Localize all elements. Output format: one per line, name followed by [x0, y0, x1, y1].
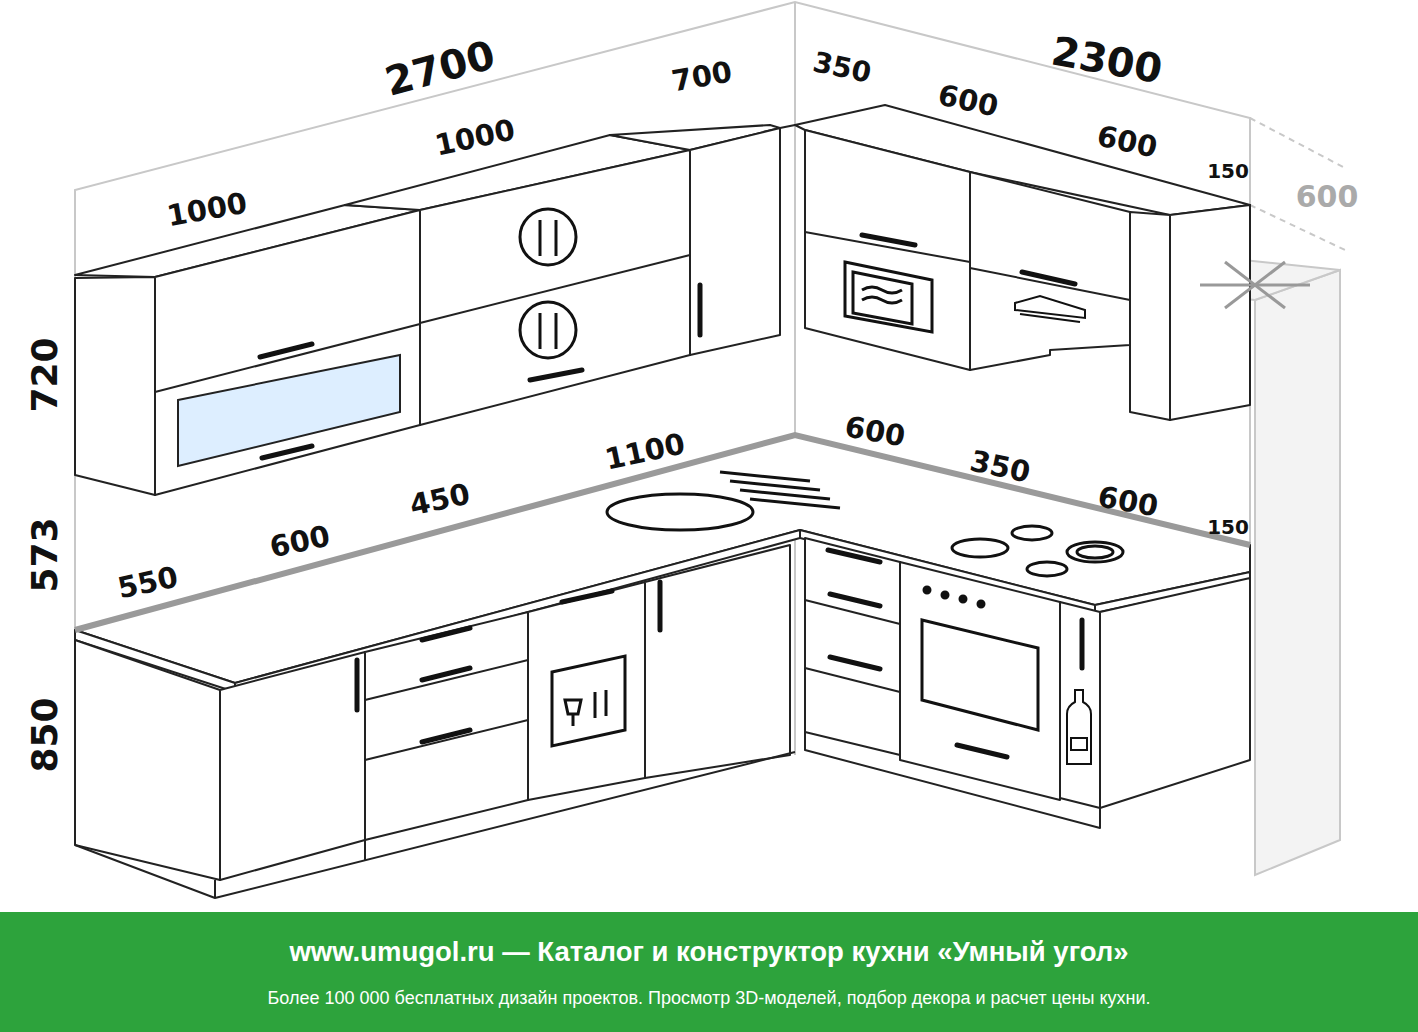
dimension-label: 2300	[1049, 31, 1166, 90]
dimension-label: 350	[811, 48, 874, 88]
dimension-label: 2700	[381, 34, 499, 101]
dimension-label: 600	[1094, 122, 1159, 163]
dimension-label: 850	[27, 697, 63, 772]
dimension-label: 600	[1296, 182, 1359, 212]
footer-banner: www.umugol.ru — Каталог и конструктор ку…	[0, 912, 1418, 1032]
dimension-label: 600	[843, 412, 908, 451]
dimension-label: 600	[935, 81, 1000, 122]
dimension-label: 573	[27, 517, 63, 592]
dimension-label: 150	[1207, 517, 1249, 537]
dimension-label: 450	[407, 480, 472, 521]
dimension-label: 700	[670, 57, 735, 96]
dimension-label: 550	[115, 563, 180, 604]
dimension-label: 1000	[433, 115, 518, 160]
dimension-label: 720	[27, 337, 63, 412]
banner-heading: www.umugol.ru — Каталог и конструктор ку…	[0, 936, 1418, 968]
dimension-label: 600	[267, 522, 332, 563]
dimension-label: 1000	[165, 189, 250, 232]
banner-subtext: Более 100 000 бесплатных дизайн проектов…	[0, 988, 1418, 1009]
dimension-label: 150	[1207, 161, 1249, 181]
